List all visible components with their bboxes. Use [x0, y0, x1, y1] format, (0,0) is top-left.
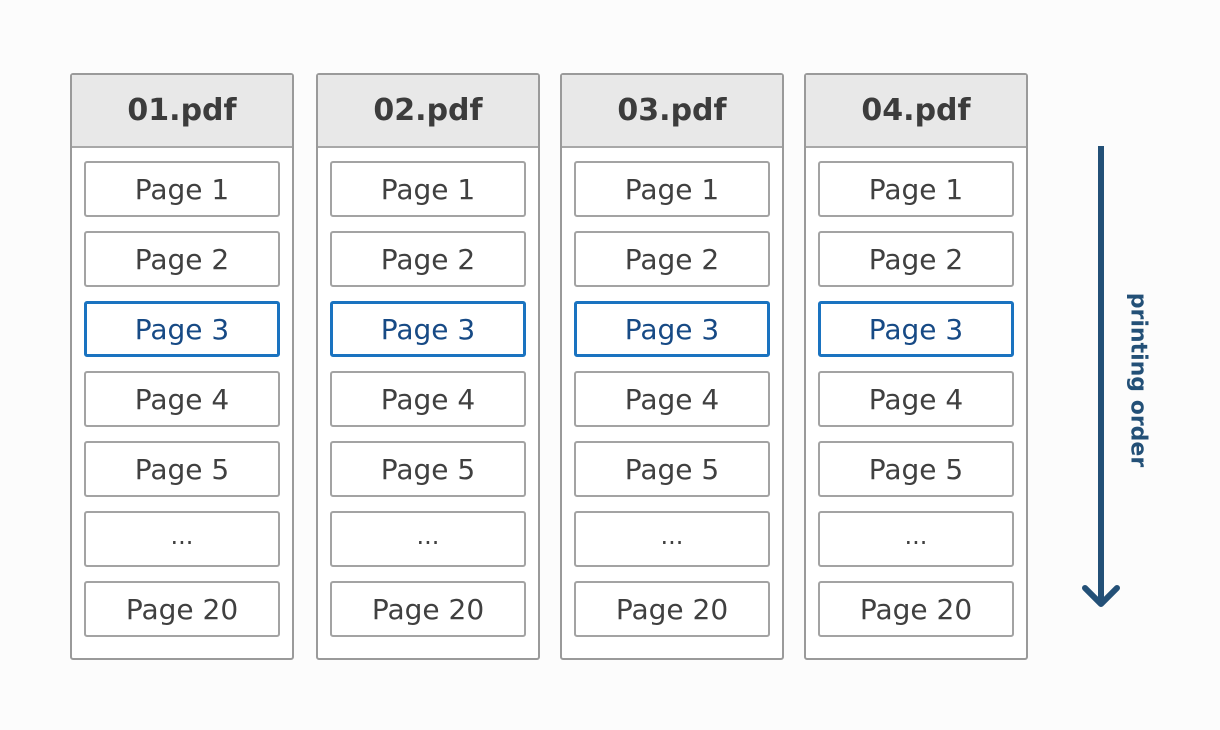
page-box: Page 4 [818, 371, 1014, 427]
file-header: 04.pdf [806, 75, 1026, 148]
file-header: 03.pdf [562, 75, 782, 148]
printing-order-label: printing order [1125, 292, 1151, 468]
page-box: Page 2 [574, 231, 770, 287]
page-box: Page 20 [84, 581, 280, 637]
page-box: Page 5 [84, 441, 280, 497]
page-box: Page 20 [818, 581, 1014, 637]
page-box: Page 20 [330, 581, 526, 637]
page-box: Page 5 [330, 441, 526, 497]
page-box-highlighted: Page 3 [330, 301, 526, 357]
page-box-ellipsis: ... [818, 511, 1014, 567]
page-box: Page 2 [84, 231, 280, 287]
file-column-03: 03.pdf Page 1 Page 2 Page 3 Page 4 Page … [560, 73, 784, 660]
page-box: Page 1 [818, 161, 1014, 217]
page-box: Page 2 [818, 231, 1014, 287]
page-box-highlighted: Page 3 [574, 301, 770, 357]
page-box-ellipsis: ... [574, 511, 770, 567]
page-box-highlighted: Page 3 [818, 301, 1014, 357]
page-box: Page 5 [818, 441, 1014, 497]
page-box: Page 1 [84, 161, 280, 217]
page-box: Page 4 [84, 371, 280, 427]
file-column-04: 04.pdf Page 1 Page 2 Page 3 Page 4 Page … [804, 73, 1028, 660]
arrow-down-icon [1076, 146, 1126, 616]
page-box: Page 1 [330, 161, 526, 217]
file-header: 01.pdf [72, 75, 292, 148]
page-box: Page 1 [574, 161, 770, 217]
file-header: 02.pdf [318, 75, 538, 148]
page-box: Page 4 [574, 371, 770, 427]
page-box-highlighted: Page 3 [84, 301, 280, 357]
file-column-01: 01.pdf Page 1 Page 2 Page 3 Page 4 Page … [70, 73, 294, 660]
page-box: Page 4 [330, 371, 526, 427]
page-box-ellipsis: ... [330, 511, 526, 567]
page-box-ellipsis: ... [84, 511, 280, 567]
page-box: Page 20 [574, 581, 770, 637]
page-box: Page 2 [330, 231, 526, 287]
file-column-02: 02.pdf Page 1 Page 2 Page 3 Page 4 Page … [316, 73, 540, 660]
page-box: Page 5 [574, 441, 770, 497]
